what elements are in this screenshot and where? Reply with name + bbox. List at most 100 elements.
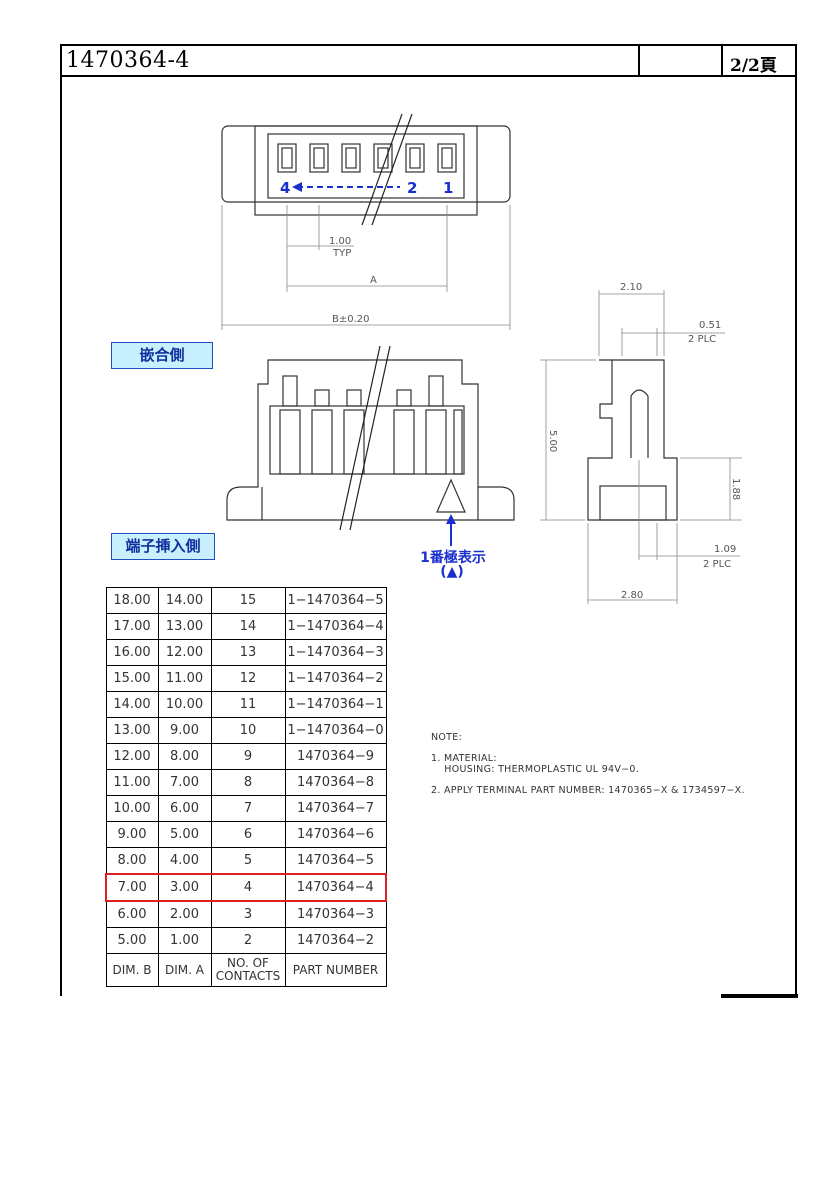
table-cell: 7.00 xyxy=(105,873,159,902)
title-block xyxy=(60,44,797,77)
table-header-cell: PART NUMBER xyxy=(284,953,387,987)
table-cell: 9.00 xyxy=(157,717,212,744)
dim-width-top: 2.10 xyxy=(620,282,642,293)
table-cell: 5 xyxy=(210,847,286,875)
part-number-title: 1470364-4 xyxy=(66,48,190,73)
table-cell: 12 xyxy=(210,665,286,692)
table-cell: 12.00 xyxy=(157,639,212,666)
table-cell: 1470364−5 xyxy=(284,847,387,875)
table-cell: 1−1470364−3 xyxy=(284,639,387,666)
pin-label-2: 2 xyxy=(407,179,417,197)
note-1-detail: HOUSING: THERMOPLASTIC UL 94V−0. xyxy=(431,764,640,775)
table-cell: 8.00 xyxy=(105,847,159,875)
table-cell: 13.00 xyxy=(105,717,159,744)
table-cell: 14 xyxy=(210,613,286,640)
dim-slot-note: 2 PLC xyxy=(688,334,716,345)
frame-corner-mark xyxy=(721,994,798,998)
notes-heading: NOTE: xyxy=(431,732,463,743)
mating-side-label: 嵌合側 xyxy=(111,342,213,369)
front-view-outline xyxy=(226,359,515,521)
dim-slot: 0.51 xyxy=(699,320,721,331)
table-cell: 8 xyxy=(210,769,286,796)
table-cell: 16.00 xyxy=(105,639,159,666)
table-header-cell: DIM. B xyxy=(105,953,159,987)
table-cell: 6.00 xyxy=(105,900,159,928)
table-cell: 9.00 xyxy=(105,821,159,848)
table-cell: 11.00 xyxy=(105,769,159,796)
table-cell: 1470364−4 xyxy=(284,873,387,902)
table-cell: 7.00 xyxy=(157,769,212,796)
dim-width-bottom: 2.80 xyxy=(621,590,643,601)
table-cell: 1470364−7 xyxy=(284,795,387,822)
pin1-symbol-label: (▲) xyxy=(440,564,464,580)
table-cell: 4.00 xyxy=(157,847,212,875)
table-cell: 11 xyxy=(210,691,286,718)
front-view-cavities xyxy=(269,375,465,475)
table-header-cell: DIM. A xyxy=(157,953,212,987)
dim-offset: 1.09 xyxy=(714,544,736,555)
table-cell: 1470364−6 xyxy=(284,821,387,848)
page-number: 2/2頁 xyxy=(730,56,777,76)
table-cell: 18.00 xyxy=(105,587,159,614)
table-cell: 8.00 xyxy=(157,743,212,770)
table-cell: 9 xyxy=(210,743,286,770)
pin1-triangle-mark xyxy=(436,478,466,513)
dim-offset-note: 2 PLC xyxy=(703,559,731,570)
note-2: 2. APPLY TERMINAL PART NUMBER: 1470365−X… xyxy=(431,785,745,796)
table-cell: 13.00 xyxy=(157,613,212,640)
table-cell: 1−1470364−2 xyxy=(284,665,387,692)
table-cell: 15.00 xyxy=(105,665,159,692)
table-cell: 1470364−9 xyxy=(284,743,387,770)
pin-label-4: 4 xyxy=(280,179,290,197)
top-view-outline xyxy=(221,125,511,203)
table-cell: 6.00 xyxy=(157,795,212,822)
pin-label-1: 1 xyxy=(443,179,453,197)
table-cell: 1−1470364−4 xyxy=(284,613,387,640)
dim-pitch-note: TYP xyxy=(332,248,351,259)
table-cell: 7 xyxy=(210,795,286,822)
table-cell: 10.00 xyxy=(105,795,159,822)
table-cell: 4 xyxy=(210,873,286,902)
side-view-base xyxy=(599,485,667,521)
table-cell: 15 xyxy=(210,587,286,614)
table-cell: 1470364−3 xyxy=(284,900,387,928)
table-cell: 1.00 xyxy=(157,927,212,954)
dim-a: A xyxy=(370,275,377,286)
table-cell: 10 xyxy=(210,717,286,744)
dim-pitch: 1.00 xyxy=(329,236,351,247)
table-cell: 12.00 xyxy=(105,743,159,770)
table-cell: 3 xyxy=(210,900,286,928)
table-cell: 1470364−8 xyxy=(284,769,387,796)
side-view-outline xyxy=(587,359,678,521)
table-cell: 5.00 xyxy=(105,927,159,954)
terminal-side-label: 端子挿入側 xyxy=(111,533,215,560)
table-cell: 2.00 xyxy=(157,900,212,928)
note-1: 1. MATERIAL: xyxy=(431,753,497,764)
table-cell: 11.00 xyxy=(157,665,212,692)
table-cell: 2 xyxy=(210,927,286,954)
table-cell: 3.00 xyxy=(157,873,212,902)
table-cell: 17.00 xyxy=(105,613,159,640)
dim-step: 1.88 xyxy=(730,478,741,500)
table-cell: 14.00 xyxy=(105,691,159,718)
notes-block: NOTE: 1. MATERIAL: HOUSING: THERMOPLASTI… xyxy=(431,732,745,796)
table-cell: 1−1470364−5 xyxy=(284,587,387,614)
table-header-cell: NO. OF CONTACTS xyxy=(210,953,286,987)
table-cell: 1−1470364−1 xyxy=(284,691,387,718)
pin1-mark-label: 1番極表示 xyxy=(420,550,486,566)
top-view-cavity-area xyxy=(267,133,465,199)
